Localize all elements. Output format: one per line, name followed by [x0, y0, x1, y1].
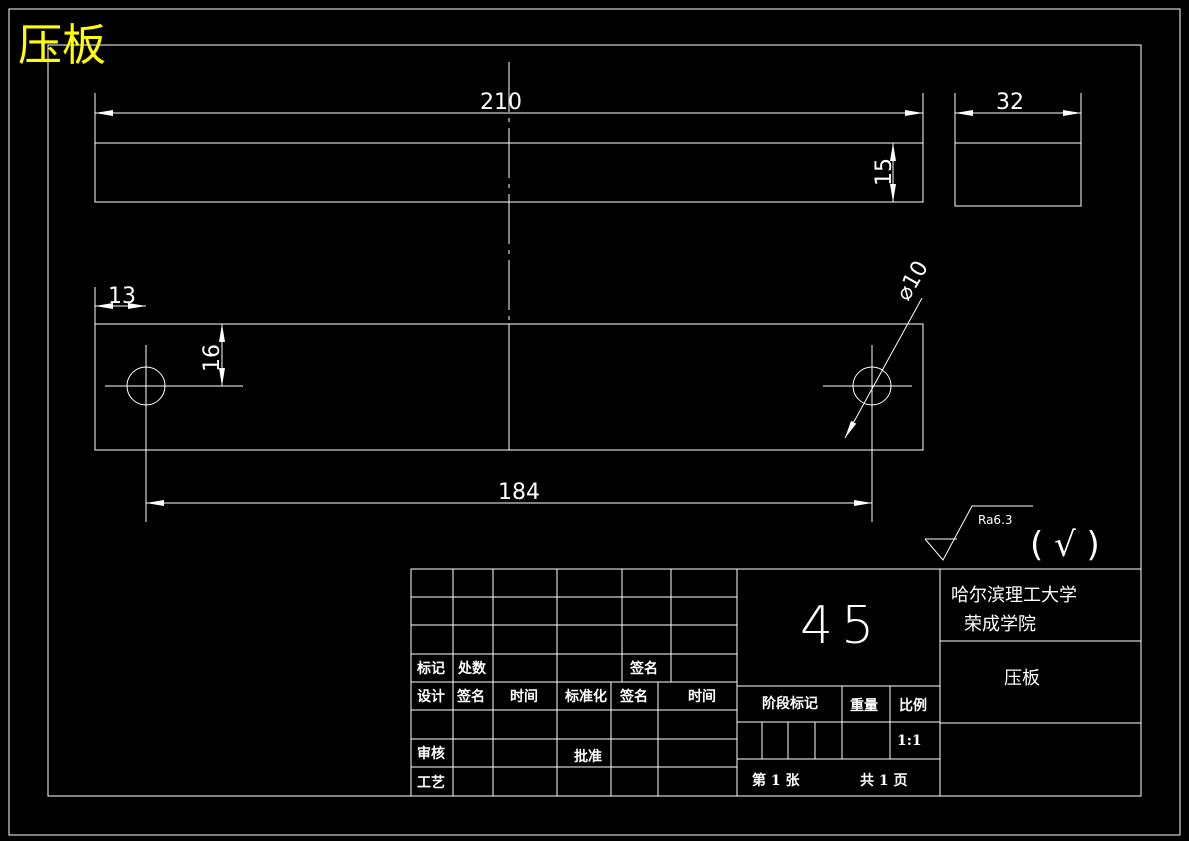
tb-sign-b: 签名 [619, 688, 648, 705]
dim-13-label: 13 [108, 284, 136, 309]
tb-mark: 标记 [416, 660, 445, 677]
tb-sheet-total: 共 1 页 [860, 772, 908, 789]
tb-review: 审核 [417, 745, 445, 762]
tb-university-line2: 荣成学院 [964, 614, 1036, 635]
title-block-grid-left [411, 569, 738, 796]
inner-frame [47, 44, 1142, 797]
drawing-title: 压板 [18, 20, 106, 71]
tb-approve: 批准 [574, 748, 602, 765]
tb-design: 设计 [417, 688, 445, 705]
tb-sign-a: 签名 [456, 688, 485, 705]
dim-15-label: 15 [872, 158, 897, 186]
roughness-value: Ra6.3 [978, 513, 1013, 527]
tb-part-name: 压板 [1004, 668, 1040, 689]
tb-count: 处数 [457, 660, 487, 677]
dim-dia-label: ⌀10 [892, 257, 934, 305]
dim-184-label: 184 [498, 480, 540, 505]
tb-university-line1: 哈尔滨理工大学 [951, 585, 1077, 606]
dim-210-label: 210 [480, 90, 522, 115]
dim-32-label: 32 [996, 90, 1024, 115]
tb-sheet-no: 第 1 张 [752, 772, 800, 789]
title-block-grid-right [940, 640, 1141, 724]
tb-material: 45 [800, 596, 882, 656]
roughness-symbol [924, 505, 1033, 561]
tb-standard: 标准化 [564, 688, 607, 705]
tb-scale-value: 1:1 [897, 733, 922, 749]
tb-process: 工艺 [417, 774, 445, 791]
tb-scale: 比例 [899, 697, 927, 714]
title-block-grid-middle [737, 569, 941, 796]
roughness-note: ( √ ) [1030, 525, 1100, 565]
dim-dia-leader [844, 297, 923, 439]
tb-time-a: 时间 [510, 688, 538, 705]
tb-weight: 重量 [850, 697, 878, 714]
tb-time-b: 时间 [688, 688, 716, 705]
side-view-outline [954, 142, 1082, 207]
tb-sign-top: 签名 [629, 660, 658, 677]
tb-stage-mark: 阶段标记 [762, 695, 818, 712]
dim-16-label: 16 [200, 344, 225, 372]
outer-frame [8, 8, 1181, 836]
